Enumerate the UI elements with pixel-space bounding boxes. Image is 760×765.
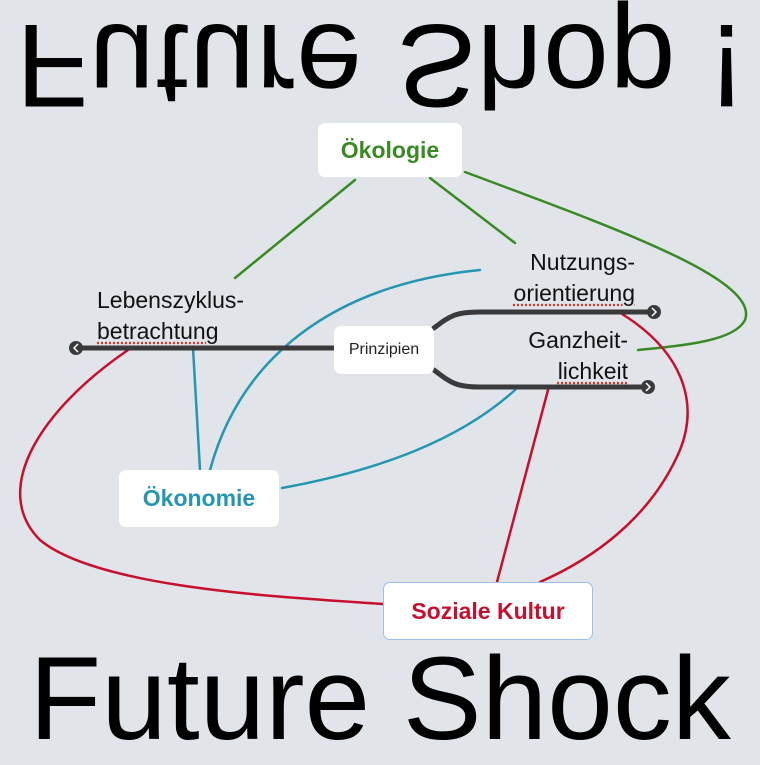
label-lifecycle-line2: betrachtung [97, 318, 219, 344]
ecology-to-usage-line [428, 176, 517, 245]
label-holistic[interactable]: Ganzheit- lichkeit [470, 325, 628, 387]
social-to-usage-line [538, 312, 689, 584]
ecology-to-holistic-line [463, 170, 748, 352]
label-lifecycle-line1: Lebenszyklus- [97, 287, 245, 313]
label-usage-line1: Nutzungs- [530, 249, 635, 275]
node-social[interactable]: Soziale Kultur [383, 582, 593, 640]
label-usage[interactable]: Nutzungs- orientierung [470, 247, 635, 309]
collapse-holistic-icon[interactable] [641, 380, 655, 394]
branch-line-holistic [431, 367, 648, 390]
ecology-to-lifecycle-line [233, 178, 357, 280]
bottom-title: Future Shock [29, 633, 731, 765]
social-to-holistic-line [495, 388, 550, 584]
branch-line-usage [431, 309, 653, 331]
collapse-usage-icon[interactable] [647, 305, 661, 319]
label-holistic-line2: lichkeit [557, 358, 628, 384]
economy-to-lifecycle-line [191, 346, 202, 472]
node-center[interactable]: Prinzipien [334, 326, 434, 374]
node-economy[interactable]: Ökonomie [119, 470, 279, 527]
economy-to-usage-line [208, 268, 482, 472]
label-holistic-line1: Ganzheit- [528, 327, 628, 353]
node-ecology[interactable]: Ökologie [318, 123, 462, 177]
collapse-left-icon[interactable] [69, 341, 83, 355]
label-lifecycle[interactable]: Lebenszyklus- betrachtung [97, 285, 244, 347]
label-usage-line2: orientierung [513, 280, 635, 306]
social-to-lifecycle-line [19, 348, 385, 606]
economy-to-holistic-line [280, 388, 517, 490]
